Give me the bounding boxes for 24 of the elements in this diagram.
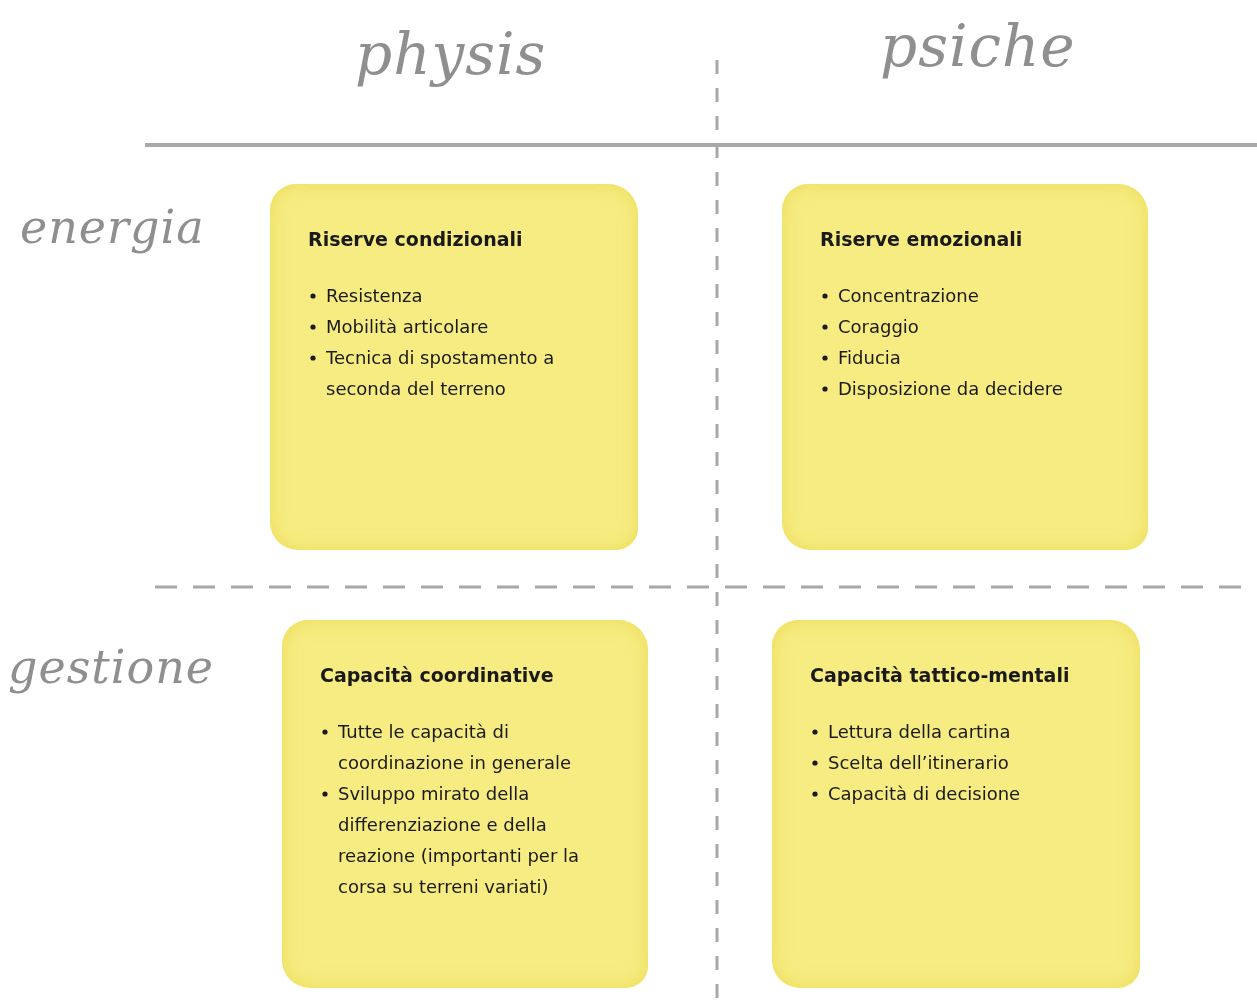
bullet-item: Concentrazione <box>838 284 979 308</box>
handwritten-label: physis <box>355 20 547 88</box>
note-card <box>782 184 1148 550</box>
card-heading: Capacità tattico-mentali <box>810 664 1071 686</box>
bullet-item: Tecnica di spostamento a seconda del terreno <box>326 346 556 401</box>
bullet-item: Fiducia <box>838 346 901 370</box>
note-card <box>270 184 638 550</box>
handwritten-label: energia <box>20 200 205 254</box>
bullet-item: Mobilità articolare <box>326 315 489 339</box>
handwritten-label: psiche <box>880 12 1076 80</box>
bullet-item: Scelta dell’itinerario <box>828 751 1009 775</box>
note-card <box>772 620 1140 988</box>
bullet-item: Resistenza <box>326 284 423 308</box>
bullet-item: Tutte le capacità di coordinazione in generale <box>338 720 573 775</box>
card-heading: Capacità coordinative <box>320 664 555 686</box>
bullet-item: Lettura della cartina <box>828 720 1011 744</box>
card-heading: Riserve condizionali <box>308 228 524 250</box>
note-card <box>282 620 648 988</box>
bullet-item: Sviluppo mirato della differenziazione e della reazione (importanti per la corsa su terreni variati) <box>338 782 581 899</box>
bullet-item: Coraggio <box>838 315 919 339</box>
bullet-item: Capacità di decisione <box>828 782 1021 806</box>
handwritten-label: gestione <box>8 640 214 694</box>
bullet-item: Disposizione da decidere <box>838 377 1063 401</box>
card-heading: Riserve emozionali <box>820 228 1024 250</box>
